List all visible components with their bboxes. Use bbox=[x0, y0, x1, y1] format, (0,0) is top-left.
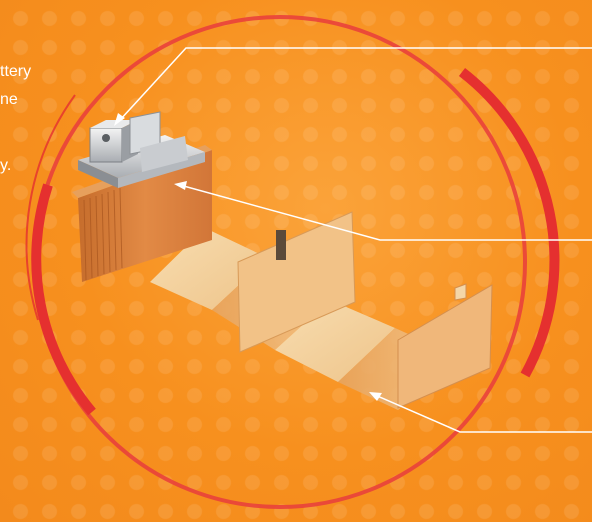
electrode-plate-right bbox=[398, 284, 492, 408]
callout-line-terminal bbox=[120, 48, 592, 120]
callout-line-stack bbox=[180, 185, 592, 240]
